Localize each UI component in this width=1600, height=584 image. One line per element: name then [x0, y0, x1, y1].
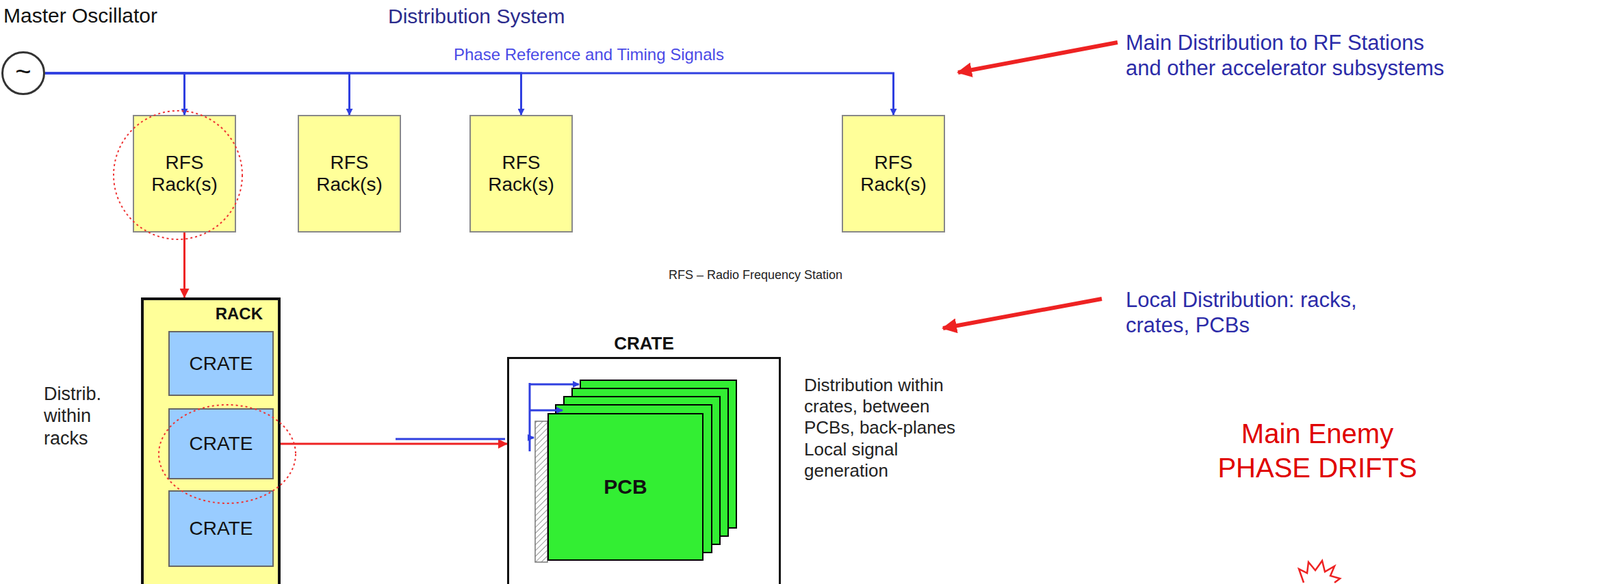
system-title: Distribution System [388, 4, 662, 29]
crate-enclosure: CRATEPCB [507, 357, 781, 584]
note: RFS – Radio Frequency Station [668, 268, 943, 284]
node-label: CRATE [189, 353, 254, 376]
distribution-line [45, 73, 894, 115]
node-label: RFS Rack(s) [843, 151, 944, 196]
distribution-line [45, 73, 350, 115]
callout-connector [273, 443, 508, 446]
starburst [1298, 561, 1340, 584]
pcb-card: PCB [547, 413, 704, 562]
rfs-rack-box: RFS Rack(s) [297, 114, 402, 233]
crate-box: CRATE [168, 408, 274, 480]
dotted-circle [113, 110, 243, 240]
callout-text: Local Distribution: racks, crates, PCBs [1125, 287, 1421, 339]
node-label: RACK [215, 304, 263, 324]
note: Distrib. within racks [43, 383, 125, 450]
warning-text: Main Enemy [1224, 417, 1410, 451]
crate-box: CRATE [168, 490, 274, 568]
node-label: ~ [15, 57, 31, 85]
node-label: RFS Rack(s) [299, 151, 400, 196]
node-heading: Master Oscillator [3, 4, 158, 28]
callout-arrow [943, 42, 1118, 329]
rfs-rack-box: RFS Rack(s) [841, 114, 946, 233]
rfs-rack-box: RFS Rack(s) [132, 114, 237, 233]
note: Distribution within crates, between PCBs… [804, 375, 963, 482]
signal-name: Phase Reference and Timing Signals [453, 45, 865, 66]
node-label: CRATE [189, 433, 254, 456]
distribution-line [45, 73, 185, 115]
node-label: PCB [603, 475, 647, 499]
node-label: RFS Rack(s) [134, 151, 235, 196]
signal-line [395, 438, 506, 441]
callout-text: Main Distribution to RF Stations and oth… [1125, 30, 1455, 81]
node-label: CRATE [189, 518, 254, 540]
callout-connector [183, 232, 186, 298]
node-label: RFS Rack(s) [470, 151, 572, 196]
warning-text: PHASE DRIFTS [1204, 451, 1431, 485]
rack-box: RACK CRATE CRATE CRATE [140, 297, 281, 584]
rfs-rack-box: RFS Rack(s) [469, 114, 573, 233]
node-heading: CRATE [613, 333, 675, 355]
crate-box: CRATE [168, 331, 274, 397]
distribution-line [45, 73, 522, 115]
oscillator-circle: Master Oscillator~ [1, 51, 46, 96]
backplane [535, 421, 548, 563]
